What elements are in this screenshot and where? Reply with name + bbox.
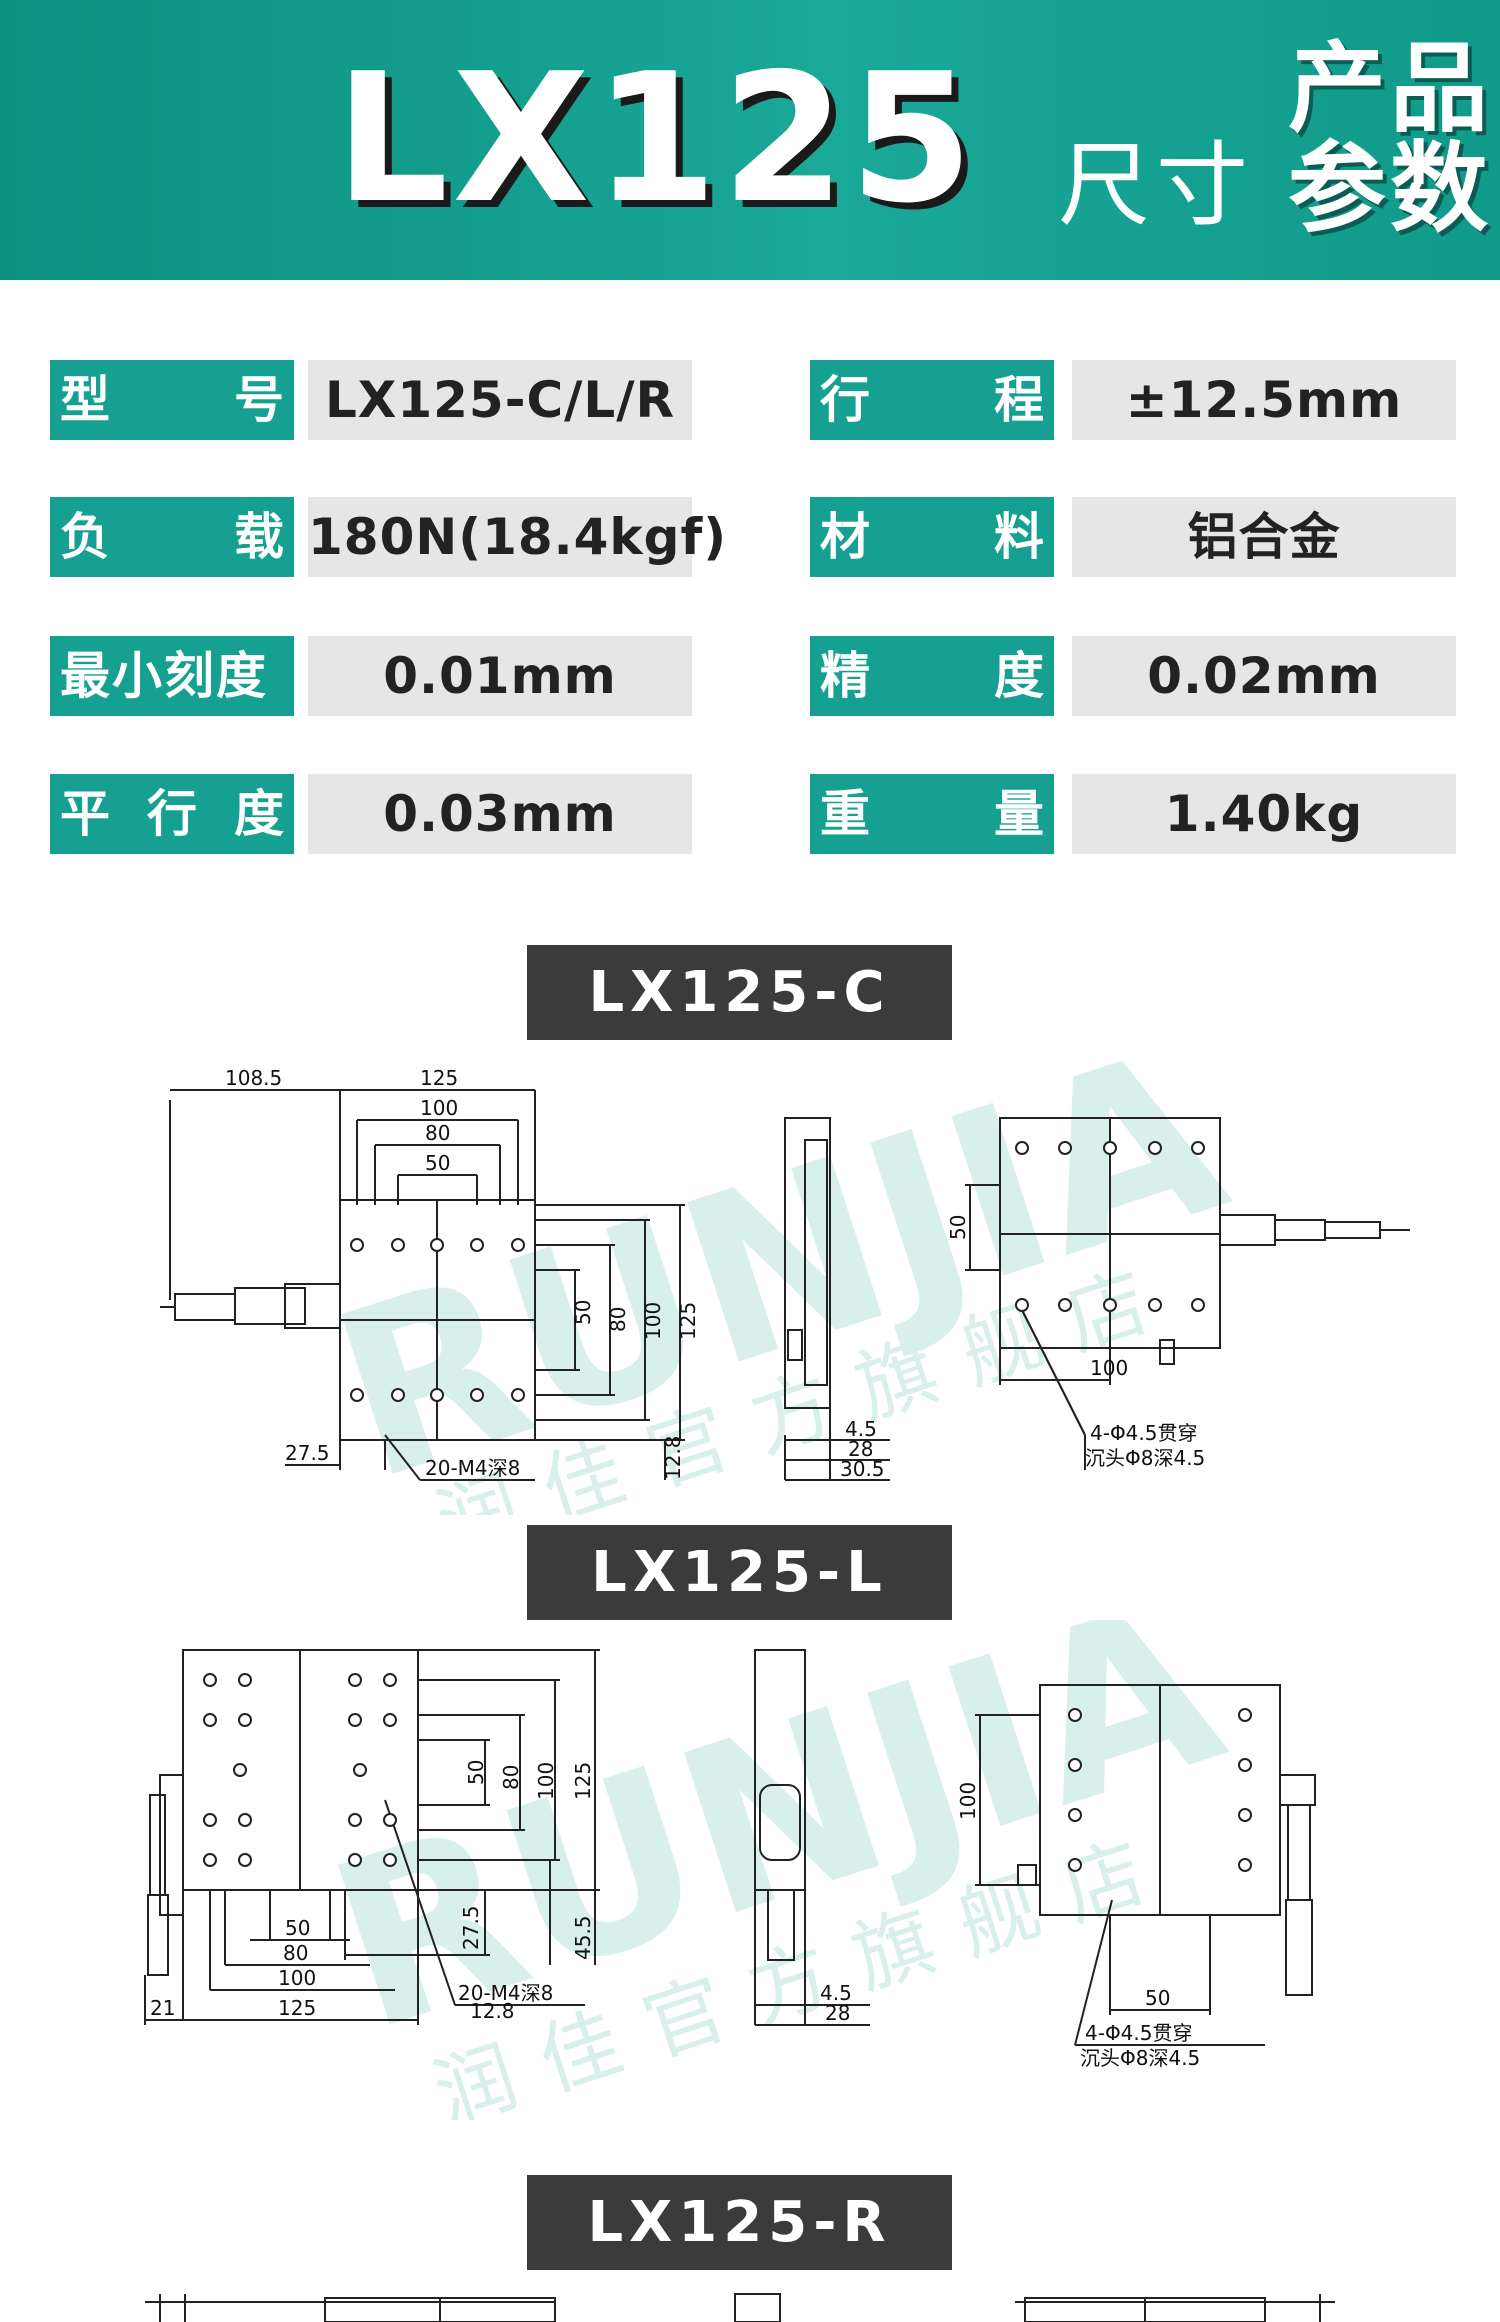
spec-label: 型号 [50,360,294,440]
spec-value: 0.03mm [308,774,692,854]
product-params-label: 产品 参数 [1288,32,1493,246]
dim-text: 100 [956,1782,980,1820]
size-label: 尺寸 [1058,132,1255,239]
dim-text: 100 [1090,1356,1128,1380]
dim-text: 50 [946,1215,970,1240]
spec-row-load: 负载 180N(18.4kgf) [0,497,1500,577]
spec-row-precision: 精度 0.02mm [0,636,1500,716]
dim-text: 100 [534,1762,558,1800]
drawing-lx125-c: RUNJIA 润佳官方旗舰店 [160,1040,1410,1515]
dim-text: 27.5 [459,1905,483,1950]
spec-value: 0.02mm [1072,636,1456,716]
spec-label: 平行度 [50,774,294,854]
dim-text: 50 [425,1151,450,1175]
spec-row-material: 材料 铝合金 [0,497,1500,577]
dim-text: 28 [848,1437,873,1461]
spec-value: 0.01mm [308,636,692,716]
dim-text: 30.5 [840,1457,885,1481]
dim-text: 20-M4深8 [425,1456,520,1480]
spec-row-weight: 重量 1.40kg [0,774,1500,854]
spec-label: 行程 [810,360,1054,440]
dim-text: 108.5 [225,1066,282,1090]
product-line-2: 参数 [1288,131,1493,246]
section-title-l: LX125-L [527,1525,952,1620]
spec-label: 最小刻度 [50,636,294,716]
drawing-lx125-r-partial [145,2293,1335,2322]
spec-value: 1.40kg [1072,774,1456,854]
spec-row-parallelism: 平行度 0.03mm [0,774,1500,854]
dim-text: 125 [571,1762,595,1800]
dim-text: 27.5 [285,1441,330,1465]
hole-note: 沉头Φ8深4.5 [1080,2046,1200,2070]
spec-value: LX125-C/L/R [308,360,692,440]
dim-text: 50 [1145,1986,1170,2010]
header-banner: LX125 尺寸 产品 参数 [0,0,1500,280]
hole-note: 4-Φ4.5贯穿 [1090,1421,1198,1445]
product-line-1: 产品 [1288,32,1493,146]
spec-value: 180N(18.4kgf) [308,497,726,577]
dim-text: 125 [420,1066,458,1090]
dim-text: 12.8 [470,1999,515,2023]
dim-text: 12.8 [661,1435,685,1480]
dim-text: 50 [571,1300,595,1325]
side-body [784,1117,831,1409]
hole-note: 4-Φ4.5贯穿 [1085,2021,1193,2045]
dim-text: 80 [606,1307,630,1332]
dim-text: 80 [283,1941,308,1965]
dim-text: 100 [278,1966,316,1990]
dim-text: 4.5 [820,1981,852,2005]
spec-row-travel: 行程 ±12.5mm [0,360,1500,440]
dim-text: 80 [499,1765,523,1790]
dim-text: 20-M4深8 [458,1981,553,2005]
spec-row-model: 型号 LX125-C/L/R [0,360,1500,440]
spec-label: 重量 [810,774,1054,854]
dim-text: 125 [278,1996,316,2020]
dim-text: 100 [420,1096,458,1120]
dim-text: 50 [464,1760,488,1785]
drawing-lx125-l: RUNJIA 润佳官方旗舰店 [144,1620,1316,2120]
dim-text: 4.5 [845,1417,877,1441]
spec-label: 材料 [810,497,1054,577]
spec-row-min-scale: 最小刻度 0.01mm [0,636,1500,716]
hole-note: 沉头Φ8深4.5 [1085,1446,1205,1470]
dim-text: 100 [641,1302,665,1340]
dim-text: 45.5 [571,1915,595,1960]
dim-text: 50 [285,1916,310,1940]
spec-label: 精度 [810,636,1054,716]
dim-text: 125 [676,1302,700,1340]
section-title-r: LX125-R [527,2175,952,2270]
dim-text: 28 [825,2001,850,2025]
spec-value: 铝合金 [1072,497,1456,577]
section-title-c: LX125-C [527,945,952,1040]
dim-text: 80 [425,1121,450,1145]
spec-label: 负载 [50,497,294,577]
spec-value: ±12.5mm [1072,360,1456,440]
dim-text: 21 [150,1996,175,2020]
model-title: LX125 [335,35,978,242]
